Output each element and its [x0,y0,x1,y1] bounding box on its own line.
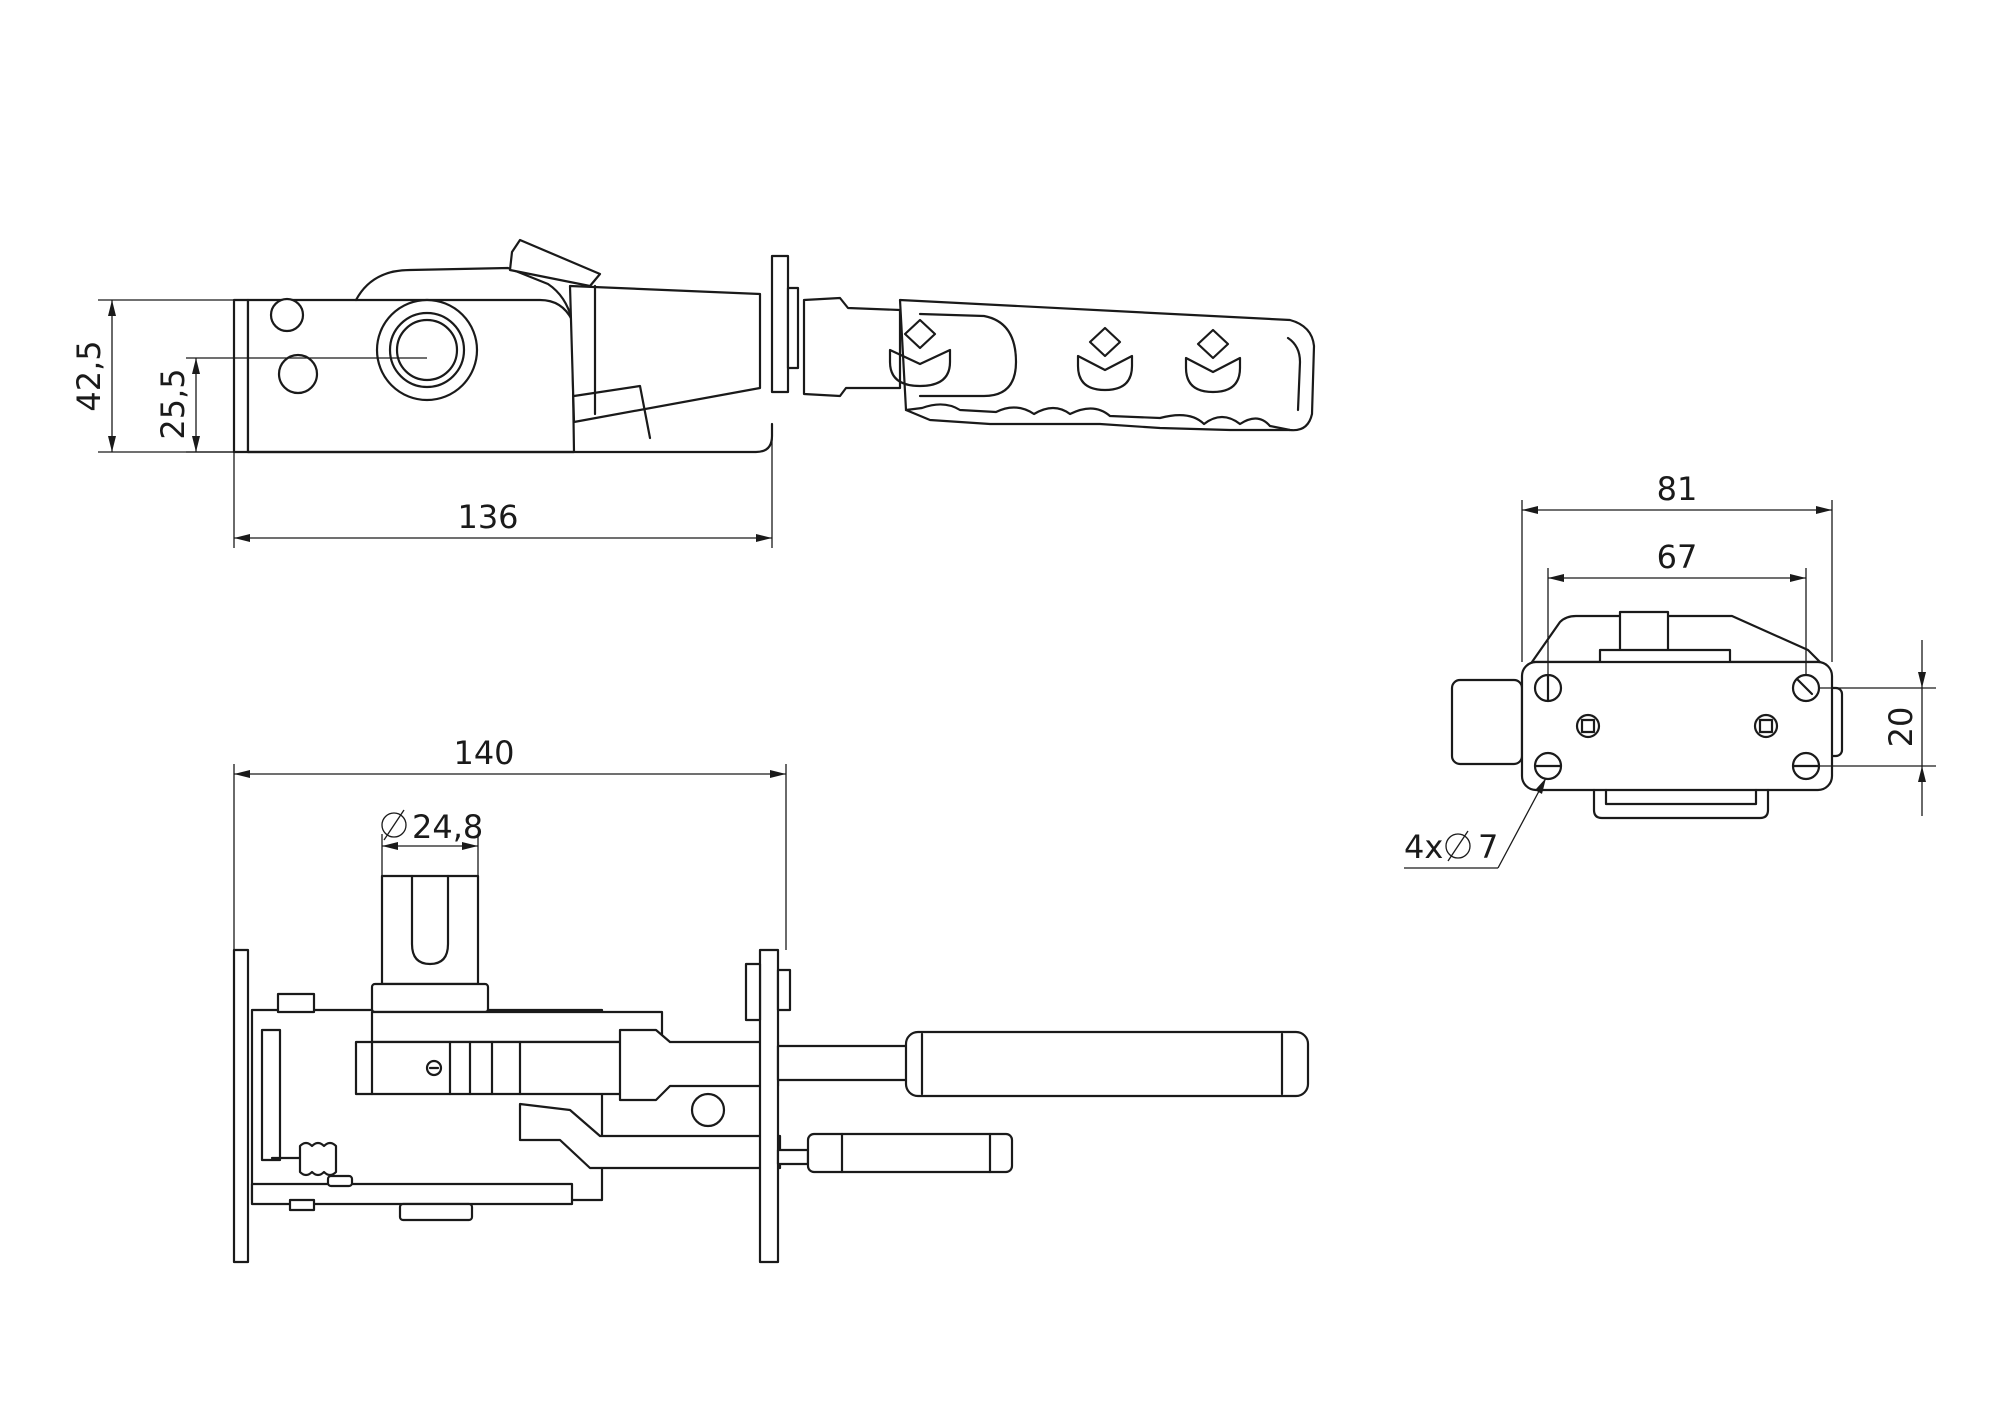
top-handle-grip [904,1030,1310,1098]
top-ratchet-gear [354,1040,658,1096]
dim-plate-width: 81 [1657,470,1698,508]
side-lever-shaft [568,284,762,424]
top-view [232,874,1310,1264]
top-lever-arm [618,1028,780,1102]
diameter-symbol-clevis [381,809,407,841]
mount-screw-right [1753,713,1779,739]
dim-holes: 4x [1404,828,1443,866]
top-handle-shaft [776,1044,914,1082]
top-clevis [380,874,480,986]
diameter-symbol-hole [1445,830,1471,862]
dim-hole-spacing-x: 67 [1657,538,1698,576]
top-left-plate [232,948,250,1264]
dim-overall-height: 42,5 [70,340,108,411]
top-flange-tab [744,962,762,1022]
side-latch-tab [508,238,602,288]
side-view [232,238,1316,454]
side-pivot-bore [395,318,459,382]
top-spring-anchor [326,1174,354,1188]
side-handle-neck [802,296,902,398]
mount-side-boss [1450,678,1524,766]
dim-total-length: 140 [453,734,514,772]
dim-hole-diameter: 7 [1478,828,1498,866]
side-grip-marks [888,318,1242,394]
side-grip-window [918,312,1018,398]
side-base-plate [232,298,250,454]
mount-screw-left [1575,713,1601,739]
mount-top-block [1618,610,1670,656]
top-arm-hole [690,1092,726,1128]
side-housing-top [354,266,574,322]
mount-bottom-loop [1592,788,1770,820]
side-pivot-outer [375,298,479,402]
top-clevis-collar [370,982,490,1014]
side-pin-top [269,297,305,333]
dim-hole-spacing-y: 20 [1882,707,1920,748]
top-flange-boss [776,968,792,1012]
side-pivot-inner [388,311,466,389]
top-release-handle [806,1132,1014,1174]
mount-view-dims: 81 67 20 4x 7 [1404,470,1936,869]
dim-pivot-height: 25,5 [154,368,192,439]
side-flange-collar [786,286,800,370]
side-lever-bottom [572,384,652,440]
top-housing-edge [260,1028,282,1162]
side-grip-bottom [904,408,1292,432]
dim-clevis-diameter: 24,8 [412,808,483,846]
top-link [518,1102,782,1170]
top-flange [758,948,780,1264]
top-clevis-slot [410,874,450,966]
side-handle-grip [898,298,1316,432]
mount-view [1450,610,1844,820]
top-ratchet-plate [370,1010,664,1044]
mount-holes [1533,673,1821,781]
side-pin-lower [277,353,319,395]
top-release-stem [776,1148,810,1166]
side-grip-end [1286,336,1302,412]
top-bushing [398,1202,474,1222]
top-lower-nub [288,1198,316,1212]
side-view-dims: 42,5 25,5 136 [70,299,773,548]
top-gear-screw [425,1059,443,1077]
dim-base-length: 136 [457,498,518,536]
mount-plate [1520,660,1834,792]
top-view-dims: 140 24,8 [233,734,787,950]
top-spring [270,1141,338,1177]
dim-hole-leader [1497,777,1547,869]
top-housing-bolt [276,992,316,1014]
side-flange [770,254,790,394]
